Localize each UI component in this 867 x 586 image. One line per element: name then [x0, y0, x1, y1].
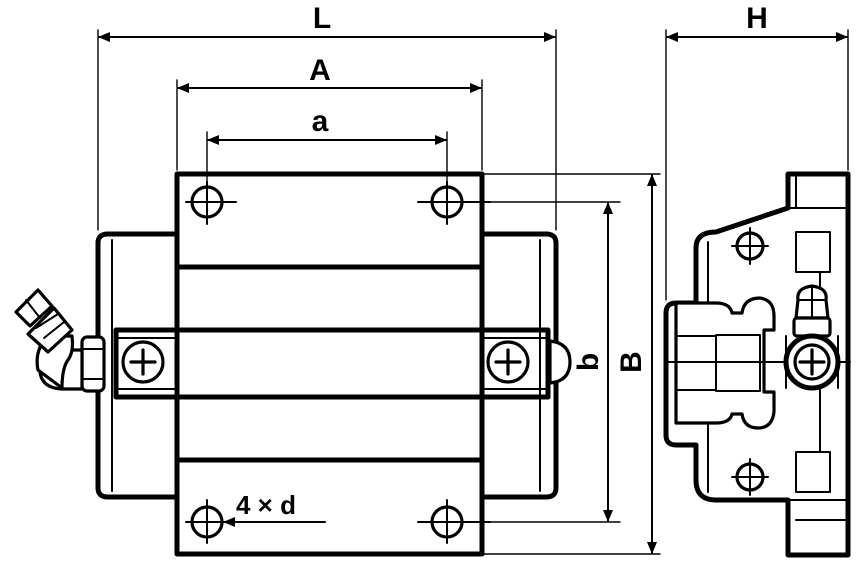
dim-label-b: b	[572, 353, 605, 371]
side-hole-top	[731, 227, 769, 265]
front-view	[14, 171, 572, 557]
end-plug-right	[548, 339, 572, 385]
dim-label-A: A	[309, 54, 331, 87]
end-screw-left	[121, 340, 165, 384]
dim-label-B: B	[615, 351, 648, 373]
grease-nipple	[14, 288, 106, 393]
hole-callout: 4 × d	[236, 490, 296, 520]
side-hole-bottom	[731, 458, 769, 496]
end-screw-right	[486, 340, 530, 384]
side-view	[663, 171, 851, 558]
mounting-hole-top-right	[417, 181, 491, 225]
dim-label-H: H	[746, 2, 768, 35]
dim-label-L: L	[313, 2, 331, 35]
mounting-hole-top-left	[185, 181, 237, 225]
carriage-block	[174, 171, 485, 557]
mounting-hole-bottom-left	[185, 499, 237, 544]
side-grease-nipple	[783, 284, 841, 391]
dim-label-a: a	[312, 105, 329, 138]
dimensions: L A a H b B 4 × d	[97, 2, 849, 555]
mounting-hole-bottom-right	[417, 499, 491, 544]
